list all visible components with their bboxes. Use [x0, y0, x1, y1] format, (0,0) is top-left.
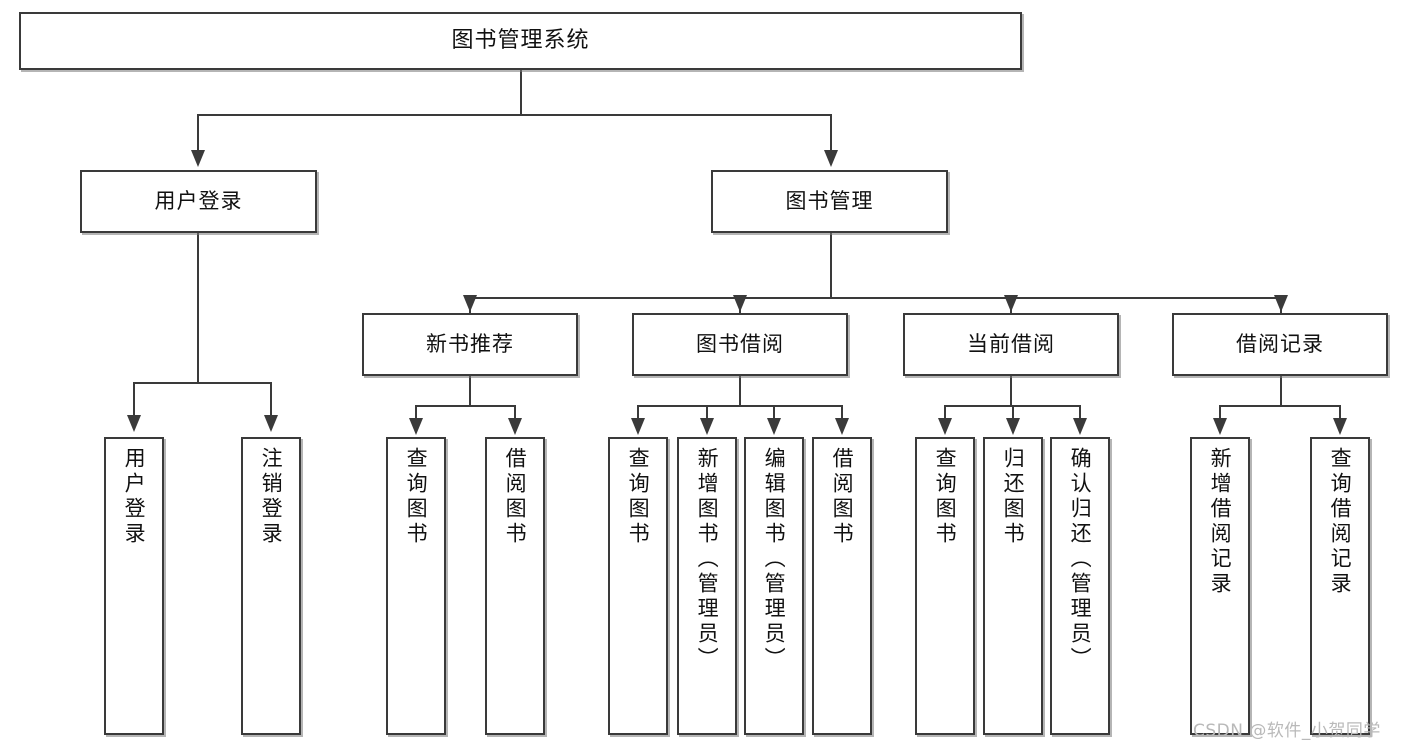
- arrow-to-book-borrow: [733, 295, 747, 312]
- connector-user-login-left-drop: [133, 382, 135, 417]
- connector-current-borrow-stem: [1010, 376, 1012, 406]
- leaf-label: 借阅图书: [503, 447, 528, 547]
- arrow-borrow-record-leaf-1: [1213, 418, 1227, 435]
- leaf-label: 用户登录: [122, 447, 147, 547]
- arrow-borrow-record-leaf-2: [1333, 418, 1347, 435]
- csdn-watermark: CSDN @软件_小贺同学: [1193, 721, 1381, 741]
- leaf-edit-book-admin[interactable]: 编辑图书（管理员）: [744, 437, 804, 735]
- arrow-new-book-rec-leaf-2: [508, 418, 522, 435]
- connector-borrow-record-stem: [1280, 376, 1282, 406]
- leaf-label: 归还图书: [1001, 447, 1026, 547]
- leaf-query-book-rec[interactable]: 查询图书: [386, 437, 446, 735]
- arrow-current-borrow-leaf-3: [1073, 418, 1087, 435]
- connector-book-borrow-bus: [637, 405, 842, 407]
- arrow-root-to-user-login: [191, 150, 205, 167]
- connector-new-book-rec-d1: [415, 405, 417, 421]
- arrow-current-borrow-leaf-1: [938, 418, 952, 435]
- leaf-query-book[interactable]: 查询图书: [608, 437, 668, 735]
- connector-current-borrow-d3: [1079, 405, 1081, 421]
- node-label: 借阅记录: [1236, 332, 1324, 357]
- arrow-book-borrow-leaf-2: [700, 418, 714, 435]
- connector-book-borrow-d1: [637, 405, 639, 421]
- leaf-borrow-book[interactable]: 借阅图书: [812, 437, 872, 735]
- leaf-label: 查询图书: [933, 447, 958, 547]
- leaf-label: 新增图书（管理员）: [695, 447, 720, 672]
- arrow-user-login-leaf-2: [264, 415, 278, 432]
- leaf-label: 查询借阅记录: [1328, 447, 1353, 597]
- connector-borrow-record-bus: [1219, 405, 1341, 407]
- connector-current-borrow-d1: [944, 405, 946, 421]
- connector-borrow-record-d1: [1219, 405, 1221, 421]
- leaf-confirm-return-admin[interactable]: 确认归还（管理员）: [1050, 437, 1110, 735]
- node-label: 图书管理系统: [451, 28, 590, 54]
- connector-book-mgmt-stem: [830, 233, 832, 298]
- connector-root-bus: [197, 114, 832, 116]
- leaf-query-borrow-record[interactable]: 查询借阅记录: [1310, 437, 1370, 735]
- node-label: 新书推荐: [426, 332, 514, 357]
- node-book-management[interactable]: 图书管理: [711, 170, 948, 233]
- connector-new-book-rec-d2: [514, 405, 516, 421]
- node-new-book-recommend[interactable]: 新书推荐: [362, 313, 578, 376]
- arrow-root-to-book-mgmt: [824, 150, 838, 167]
- connector-new-book-rec-stem: [469, 376, 471, 406]
- connector-user-login-stem: [197, 233, 199, 383]
- connector-book-borrow-stem: [739, 376, 741, 406]
- node-user-login[interactable]: 用户登录: [80, 170, 317, 233]
- arrow-book-borrow-leaf-1: [631, 418, 645, 435]
- arrow-user-login-leaf-1: [127, 415, 141, 432]
- arrow-new-book-rec-leaf-1: [409, 418, 423, 435]
- arrow-current-borrow-leaf-2: [1006, 418, 1020, 435]
- node-borrow-record[interactable]: 借阅记录: [1172, 313, 1388, 376]
- node-book-borrow[interactable]: 图书借阅: [632, 313, 848, 376]
- node-root-system[interactable]: 图书管理系统: [19, 12, 1022, 70]
- node-current-borrow[interactable]: 当前借阅: [903, 313, 1119, 376]
- leaf-logout[interactable]: 注销登录: [241, 437, 301, 735]
- leaf-label: 注销登录: [259, 447, 284, 547]
- leaf-user-login[interactable]: 用户登录: [104, 437, 164, 735]
- connector-borrow-record-d2: [1339, 405, 1341, 421]
- connector-new-book-rec-bus: [415, 405, 516, 407]
- connector-book-mgmt-bus: [469, 297, 1281, 299]
- leaf-label: 查询图书: [404, 447, 429, 547]
- arrow-to-current-borrow: [1004, 295, 1018, 312]
- connector-root-to-book-mgmt: [830, 114, 832, 152]
- leaf-label: 编辑图书（管理员）: [762, 447, 787, 672]
- leaf-add-borrow-record[interactable]: 新增借阅记录: [1190, 437, 1250, 735]
- node-label: 图书借阅: [696, 332, 784, 357]
- leaf-label: 确认归还（管理员）: [1068, 447, 1093, 672]
- leaf-label: 新增借阅记录: [1208, 447, 1233, 597]
- connector-root-to-user-login: [197, 114, 199, 152]
- leaf-borrow-book-rec[interactable]: 借阅图书: [485, 437, 545, 735]
- connector-root-stem: [520, 70, 522, 115]
- connector-book-borrow-d3: [773, 405, 775, 421]
- leaf-query-book-current[interactable]: 查询图书: [915, 437, 975, 735]
- node-label: 图书管理: [785, 189, 874, 214]
- connector-user-login-right-drop: [270, 382, 272, 417]
- connector-book-borrow-d2: [706, 405, 708, 421]
- connector-user-login-bus: [133, 382, 271, 384]
- node-label: 当前借阅: [967, 332, 1055, 357]
- arrow-to-new-book-rec: [463, 295, 477, 312]
- leaf-label: 借阅图书: [830, 447, 855, 547]
- leaf-label: 查询图书: [626, 447, 651, 547]
- leaf-return-book[interactable]: 归还图书: [983, 437, 1043, 735]
- arrow-book-borrow-leaf-4: [835, 418, 849, 435]
- connector-book-borrow-d4: [841, 405, 843, 421]
- arrow-to-borrow-record: [1274, 295, 1288, 312]
- leaf-add-book-admin[interactable]: 新增图书（管理员）: [677, 437, 737, 735]
- connector-current-borrow-d2: [1012, 405, 1014, 421]
- node-label: 用户登录: [154, 189, 243, 214]
- arrow-book-borrow-leaf-3: [767, 418, 781, 435]
